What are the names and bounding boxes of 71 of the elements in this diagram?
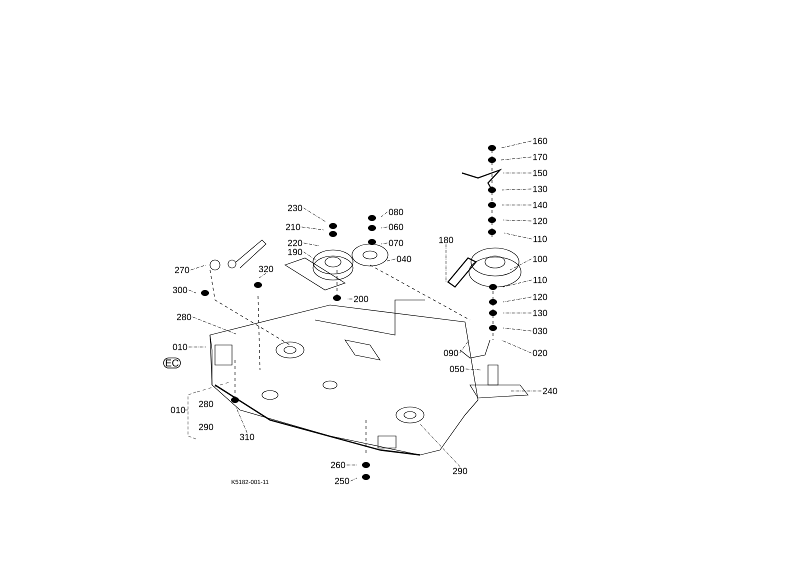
callout-number: 110 <box>534 276 547 284</box>
leader-line <box>465 368 482 370</box>
callout-number: 150 <box>533 170 548 176</box>
callout-number: 120 <box>533 294 548 300</box>
callout-number: 290 <box>452 468 468 474</box>
callout-number: 020 <box>532 350 548 356</box>
leader-line <box>301 226 324 230</box>
leader-line <box>459 340 470 354</box>
callout-number: 170 <box>533 154 548 160</box>
callout-number: 270 <box>174 266 190 274</box>
callout-number: 030 <box>532 328 548 334</box>
callout-number: 210 <box>286 224 300 230</box>
callout-number: 310 <box>240 434 254 440</box>
callout-number: 240 <box>542 388 558 394</box>
callout-number: 280 <box>176 314 192 320</box>
callout-number: 130 <box>533 310 548 316</box>
leader-line <box>303 252 316 260</box>
callout-number: 280 <box>198 400 214 408</box>
callout-number: 110 <box>534 236 547 242</box>
leader-line <box>303 242 320 246</box>
callout-number: 290 <box>198 424 214 430</box>
leader-line <box>380 242 388 244</box>
leader-line <box>500 340 532 354</box>
assembly-number: 010 <box>170 406 186 414</box>
callout-number: 190 <box>288 248 302 256</box>
callout-number: 120 <box>533 218 548 224</box>
leader-line <box>510 390 542 392</box>
leader-line <box>502 204 532 206</box>
callout-number: 200 <box>354 296 368 302</box>
leader-line <box>510 258 532 270</box>
leader-line <box>502 328 532 332</box>
leader-line <box>500 156 532 160</box>
leader-line <box>380 226 388 228</box>
callout-number: 230 <box>288 204 302 212</box>
badge: EC <box>163 358 181 368</box>
leader-line <box>502 220 532 222</box>
leader-line <box>500 140 532 148</box>
callout-number: 070 <box>388 240 404 246</box>
callout-number: 130 <box>533 186 548 192</box>
callout-number: 220 <box>288 240 302 246</box>
leader-line <box>502 296 532 302</box>
leader-line <box>188 346 206 348</box>
callout-number: 300 <box>172 286 188 294</box>
leader-line <box>504 232 532 240</box>
leader-line <box>188 290 196 294</box>
callout-number: 260 <box>330 462 346 468</box>
leader-line <box>502 188 532 190</box>
leader-line <box>236 406 248 433</box>
callout-number: 140 <box>533 202 548 208</box>
leader-line <box>192 316 236 334</box>
callout-number: 100 <box>533 256 548 262</box>
leader-line <box>190 264 206 270</box>
leader-line <box>258 273 266 278</box>
callout-number: 180 <box>439 236 454 244</box>
leader-line <box>346 464 358 466</box>
leader-line <box>350 478 358 482</box>
callout-number: 040 <box>396 256 412 262</box>
callout-number: 250 <box>334 478 350 484</box>
leader-line <box>502 312 532 314</box>
leader-line <box>303 208 326 222</box>
leader-line <box>420 424 460 467</box>
callout-number: 060 <box>388 224 404 230</box>
callout-number: 010 <box>172 344 188 350</box>
leader-line <box>502 172 532 174</box>
callout-number: 080 <box>388 208 404 216</box>
leader-line <box>346 298 353 300</box>
callout-number: 320 <box>258 266 274 272</box>
leader-line <box>380 212 388 218</box>
callout-number: 160 <box>533 138 548 144</box>
leader-line <box>386 258 396 262</box>
leader-line <box>502 280 532 288</box>
